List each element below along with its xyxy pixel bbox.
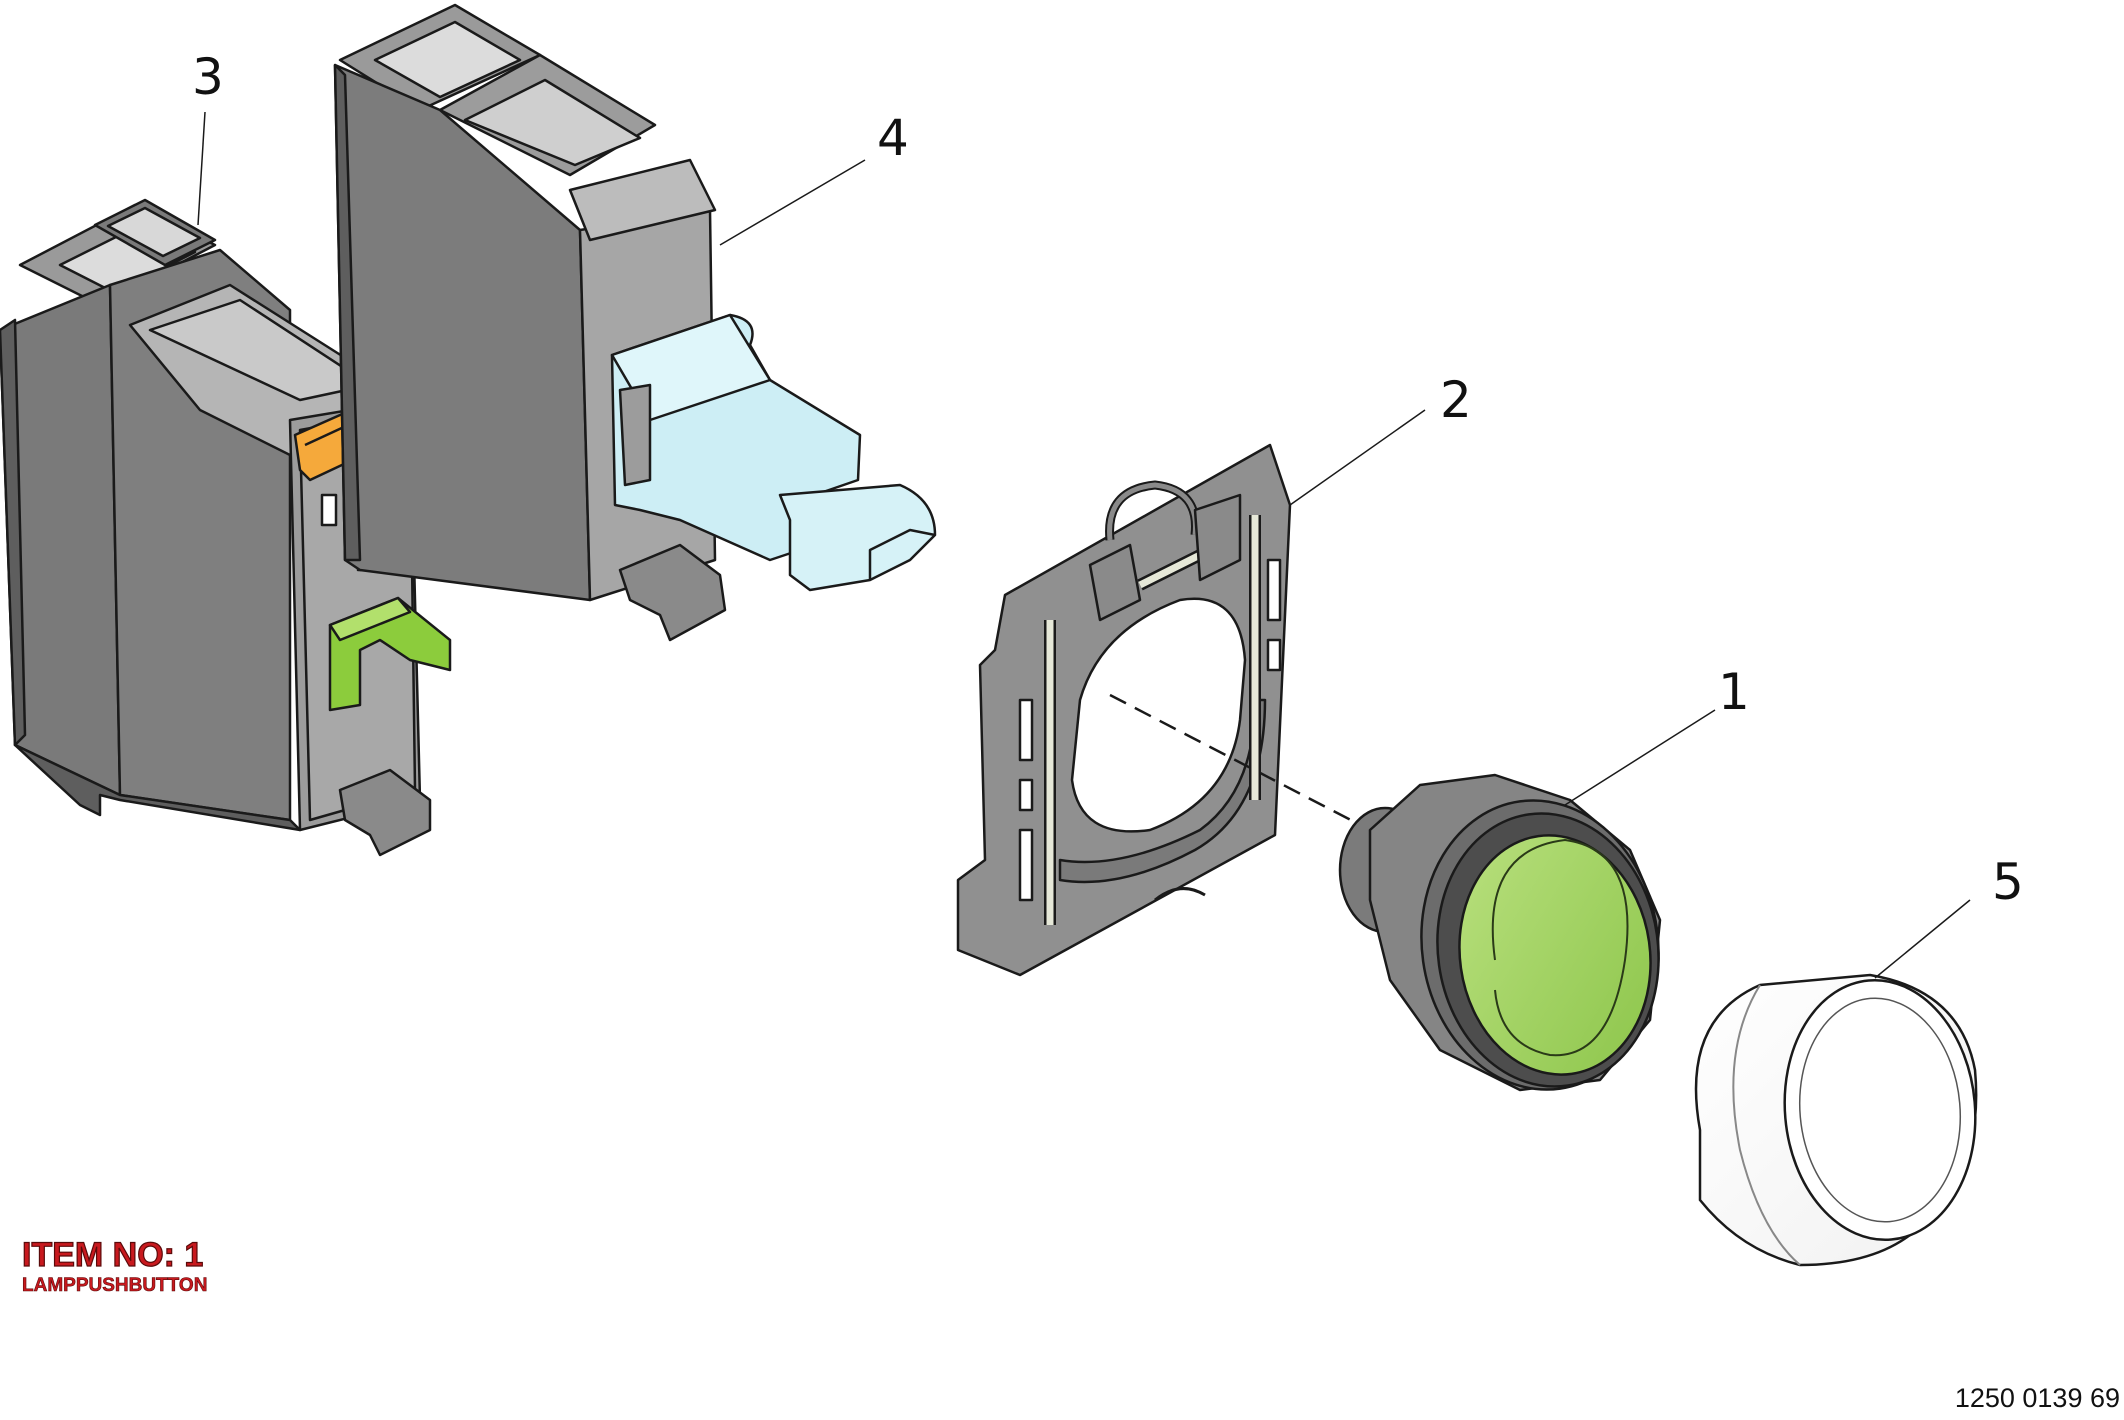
leader-lines [197, 111, 1971, 979]
callout-3: 3 [192, 48, 224, 106]
mounting-collar-icon [956, 443, 1292, 977]
leader-line-3 [197, 111, 206, 226]
callout-5: 5 [1992, 853, 2024, 911]
light-block-icon [333, 3, 937, 642]
assembly-axis-line [1109, 693, 1371, 832]
callout-1: 1 [1718, 663, 1750, 721]
drawing-number: 1250 0139 69 [1954, 1383, 2120, 1413]
leader-line-4 [719, 159, 866, 246]
lens-cap-icon [1694, 973, 1978, 1267]
pushbutton-head-icon [1338, 773, 1662, 1092]
callout-2: 2 [1440, 371, 1472, 429]
leader-line-1 [1564, 709, 1716, 806]
leader-line-2 [1289, 409, 1426, 506]
callout-4: 4 [877, 109, 909, 167]
item-number-title: ITEM NO: 1 [21, 1236, 204, 1274]
leader-line-5 [1874, 899, 1971, 979]
item-description: LAMPPUSHBUTTON [22, 1275, 208, 1296]
item-label: ITEM NO: 1 LAMPPUSHBUTTON [21, 1236, 208, 1296]
